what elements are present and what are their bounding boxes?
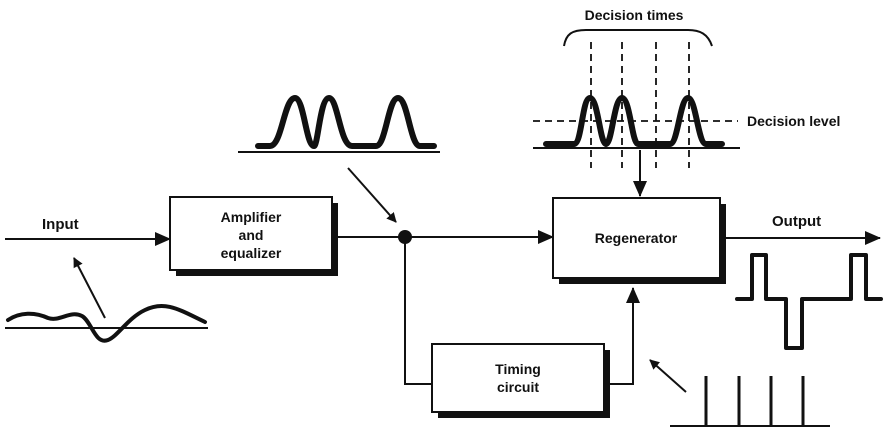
decision-pulse-train xyxy=(543,95,725,147)
timing-pointer-arrow xyxy=(649,359,687,393)
amplifier-label-line1: Amplifier xyxy=(221,209,282,225)
input-wave-pointer-arrow xyxy=(73,257,106,319)
equalized-pulse-train xyxy=(255,95,437,149)
timing-feed-line xyxy=(404,237,432,385)
amplifier-equalizer-block xyxy=(169,196,333,271)
decision-times-brace xyxy=(563,29,713,47)
regenerator-label: Regenerator xyxy=(595,230,678,246)
output-regenerated-waveform xyxy=(735,253,883,350)
regenerator-block xyxy=(552,197,721,279)
decision-level-label: Decision level xyxy=(747,113,840,129)
timing-to-regenerator-line xyxy=(610,287,640,385)
timing-label-line1: Timing xyxy=(495,361,541,377)
timing-label-line2: circuit xyxy=(497,379,539,395)
input-distorted-waveform xyxy=(6,304,207,343)
equalized-pointer-arrow xyxy=(347,167,397,223)
amplifier-label-line3: equalizer xyxy=(221,245,282,261)
timing-circuit-block xyxy=(431,343,605,413)
input-label: Input xyxy=(42,216,79,233)
amplifier-label-line2: and xyxy=(239,227,264,243)
decision-times-label: Decision times xyxy=(585,7,684,23)
output-label: Output xyxy=(772,213,821,230)
